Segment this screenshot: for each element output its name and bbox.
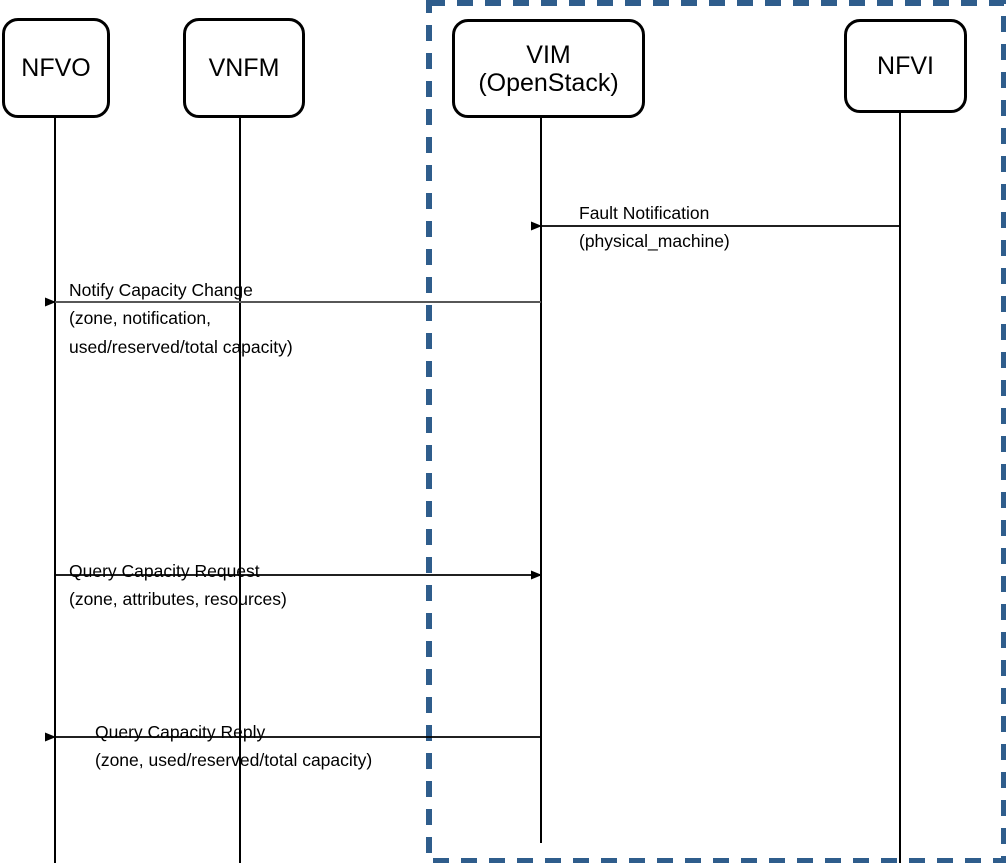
vim-nfvi-boundary-box <box>426 0 1006 863</box>
actor-box-vim[interactable]: VIM (OpenStack) <box>452 19 645 118</box>
actor-box-vnfm[interactable]: VNFM <box>183 18 305 118</box>
actor-label-nfvi: NFVI <box>877 52 934 80</box>
actor-box-nfvi[interactable]: NFVI <box>844 19 967 113</box>
actor-box-nfvo[interactable]: NFVO <box>2 18 110 118</box>
actor-label-nfvo: NFVO <box>21 54 91 82</box>
message-label-notify-capacity-change: Notify Capacity Change (zone, notificati… <box>69 280 293 357</box>
actor-label-vim: VIM (OpenStack) <box>478 40 619 97</box>
message-label-query-capacity-reply: Query Capacity Reply (zone, used/reserve… <box>95 722 373 771</box>
message-label-query-capacity-request: Query Capacity Request (zone, attributes… <box>69 561 287 610</box>
message-arrows-group <box>45 221 900 742</box>
message-label-fault-notification: Fault Notification (physical_machine) <box>579 203 730 252</box>
actor-label-vnfm: VNFM <box>208 54 280 82</box>
